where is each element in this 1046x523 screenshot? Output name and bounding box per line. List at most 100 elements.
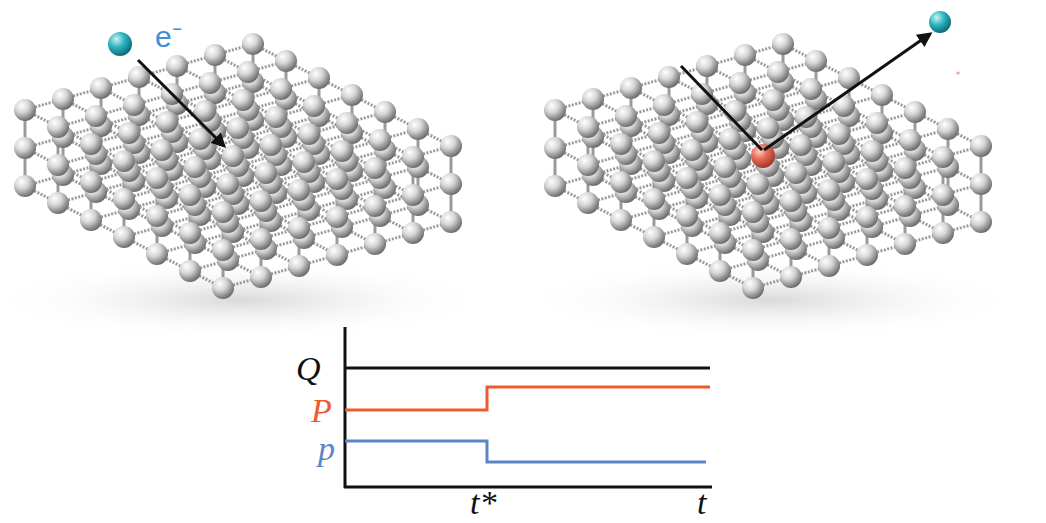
atom <box>255 162 277 184</box>
atom <box>780 190 802 212</box>
electron <box>108 32 132 56</box>
atom <box>676 167 698 189</box>
atom <box>242 33 264 55</box>
atom <box>856 206 878 228</box>
atom <box>866 112 888 134</box>
excited-atom <box>751 144 775 168</box>
atom <box>767 61 789 83</box>
atom <box>709 222 731 244</box>
atom <box>212 239 234 261</box>
atom <box>298 123 320 145</box>
atom <box>146 243 168 265</box>
atom <box>364 195 386 217</box>
atom <box>762 89 784 111</box>
atom <box>937 118 959 140</box>
time-label: t* <box>470 486 496 520</box>
atom <box>615 105 637 127</box>
atom <box>90 77 112 99</box>
atom <box>932 146 954 168</box>
atom <box>709 260 731 282</box>
atom <box>250 266 272 288</box>
p-momentum-line <box>345 387 710 410</box>
atom <box>932 222 954 244</box>
atom <box>805 50 827 72</box>
atom <box>288 255 310 277</box>
atom <box>818 217 840 239</box>
crystal-lattice <box>14 33 462 299</box>
atom <box>676 243 698 265</box>
atom <box>894 195 916 217</box>
atom <box>118 122 140 144</box>
atom <box>610 209 632 231</box>
atom <box>610 133 632 155</box>
atom <box>326 206 348 228</box>
atom <box>742 277 764 299</box>
q-line <box>345 367 710 370</box>
atom <box>544 175 566 197</box>
atom <box>681 139 703 161</box>
atom <box>364 233 386 255</box>
atom <box>742 239 764 261</box>
axis-label: Q <box>296 352 321 386</box>
atom <box>326 244 348 266</box>
atom <box>970 211 992 233</box>
atom <box>544 137 566 159</box>
atom <box>828 123 850 145</box>
atom <box>818 179 840 201</box>
atom <box>217 173 239 195</box>
atom <box>658 66 680 88</box>
atom <box>610 171 632 193</box>
atom <box>719 128 741 150</box>
atom <box>823 151 845 173</box>
atom <box>184 156 206 178</box>
atom <box>894 157 916 179</box>
atom <box>179 260 201 282</box>
atom <box>47 192 69 214</box>
atom <box>166 55 188 77</box>
atom <box>113 150 135 172</box>
atom <box>14 175 36 197</box>
ground-shadow <box>0 260 490 340</box>
atom <box>270 78 292 100</box>
atom <box>440 173 462 195</box>
atom <box>729 72 751 94</box>
atom <box>237 61 259 83</box>
x-axis <box>344 486 712 489</box>
atom <box>179 184 201 206</box>
atom <box>696 55 718 77</box>
atom <box>577 192 599 214</box>
atom <box>402 222 424 244</box>
axis-label: p <box>318 432 335 466</box>
atom <box>14 99 36 121</box>
atom <box>156 111 178 133</box>
atom <box>724 100 746 122</box>
atom <box>780 266 802 288</box>
atom <box>275 50 297 72</box>
atom <box>204 44 226 66</box>
atom <box>785 162 807 184</box>
electron <box>929 11 951 33</box>
atom <box>80 209 102 231</box>
time-label: t <box>697 486 706 520</box>
crystal-lattice <box>544 33 992 299</box>
atom <box>402 184 424 206</box>
atom <box>643 188 665 210</box>
atom <box>47 154 69 176</box>
atom <box>326 168 348 190</box>
atom <box>856 168 878 190</box>
atom <box>440 135 462 157</box>
atom <box>288 179 310 201</box>
atom <box>970 135 992 157</box>
atom <box>80 171 102 193</box>
atom <box>113 188 135 210</box>
atom <box>364 157 386 179</box>
y-axis <box>344 327 347 488</box>
atom <box>790 134 812 156</box>
atom <box>222 145 244 167</box>
atom <box>232 89 254 111</box>
atom <box>757 117 779 139</box>
atom <box>331 140 353 162</box>
atom <box>288 217 310 239</box>
incoming-path <box>681 66 762 150</box>
atom <box>970 173 992 195</box>
